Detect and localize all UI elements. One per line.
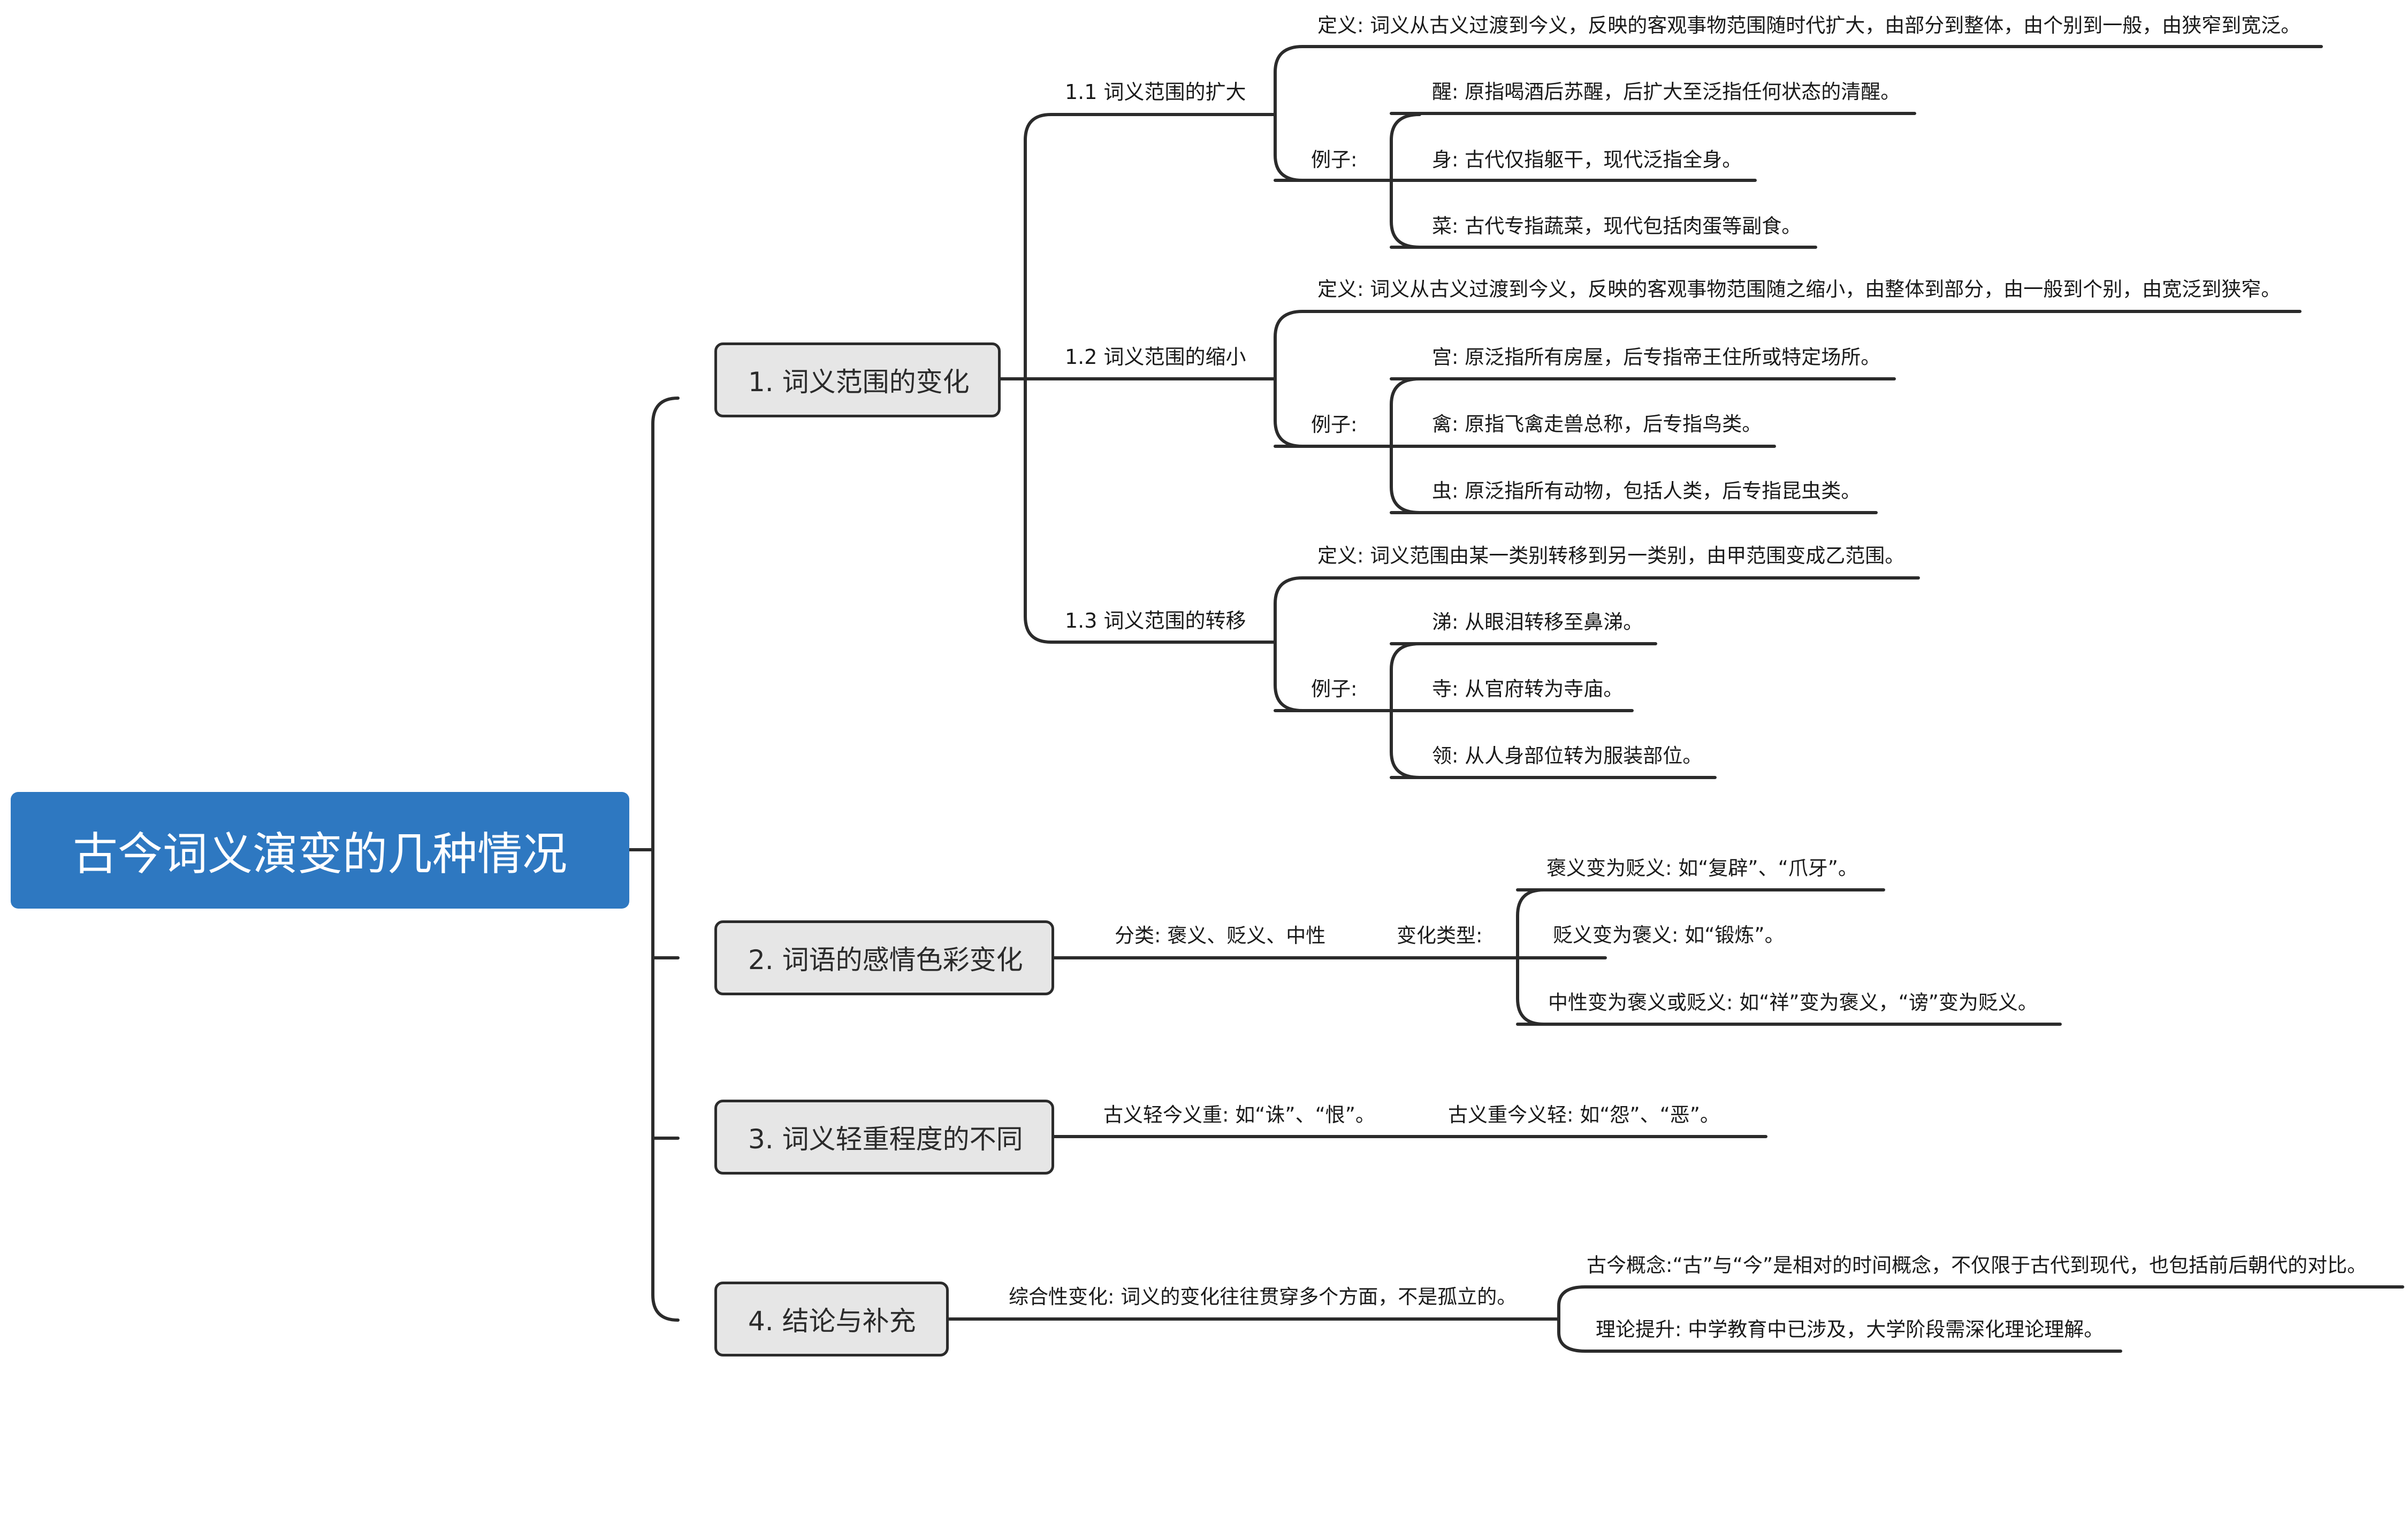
- connector-1-1: [1049, 45, 1304, 182]
- classification-label[interactable]: 分类: 褒义、贬义、中性: [1115, 924, 1326, 947]
- connector-1-2: [1274, 310, 2302, 514]
- example-item[interactable]: 涕: 从眼泪转移至鼻涕。: [1432, 611, 1643, 634]
- example-item[interactable]: 虫: 原泛指所有动物，包括人类，后专指昆虫类。: [1432, 479, 1861, 502]
- supplement-item[interactable]: 古今概念:“古”与“今”是相对的时间概念，不仅限于古代到现代，也包括前后朝代的对…: [1587, 1254, 2367, 1277]
- connector-branch-4: [947, 1285, 2404, 1353]
- underline-1-1: [1274, 45, 2323, 249]
- subtopic-range-narrowing[interactable]: 1.2 词义范围的缩小: [1065, 345, 1246, 369]
- supplement-item[interactable]: 理论提升: 中学教育中已涉及，大学阶段需深化理论理解。: [1596, 1318, 2104, 1341]
- topic-word-meaning-range[interactable]: 1. 词义范围的变化: [714, 342, 1001, 417]
- root-node[interactable]: 古今词义演变的几种情况: [11, 792, 629, 909]
- subtopic-range-expansion[interactable]: 1.1 词义范围的扩大: [1065, 80, 1246, 104]
- subtopic-range-transfer[interactable]: 1.3 词义范围的转移: [1065, 609, 1246, 632]
- definition-range-narrowing[interactable]: 定义: 词义从古义过渡到今义，反映的客观事物范围随之缩小，由整体到部分，由一般到…: [1317, 278, 2281, 301]
- example-item[interactable]: 领: 从人身部位转为服装部位。: [1432, 744, 1703, 767]
- examples-label[interactable]: 例子:: [1311, 413, 1358, 436]
- change-type-item[interactable]: 褒义变为贬义: 如“复辟”、“爪牙”。: [1546, 857, 1858, 880]
- example-item[interactable]: 身: 古代仅指躯干，现代泛指全身。: [1432, 148, 1742, 171]
- definition-range-transfer[interactable]: 定义: 词义范围由某一类别转移到另一类别，由甲范围变成乙范围。: [1317, 544, 1905, 567]
- definition-range-expansion[interactable]: 定义: 词义从古义过渡到今义，反映的客观事物范围随时代扩大，由部分到整体，由个别…: [1317, 14, 2301, 37]
- summary-item[interactable]: 综合性变化: 词义的变化往往贯穿多个方面，不是孤立的。: [1009, 1285, 1517, 1308]
- example-item[interactable]: 菜: 古代专指蔬菜，现代包括肉蛋等副食。: [1432, 215, 1802, 238]
- example-item[interactable]: 寺: 从官府转为寺庙。: [1432, 677, 1624, 700]
- change-type-item[interactable]: 中性变为褒义或贬义: 如“祥”变为褒义，“谤”变为贬义。: [1548, 991, 2038, 1014]
- example-item[interactable]: 醒: 原指喝酒后苏醒，后扩大至泛指任何状态的清醒。: [1432, 80, 1901, 103]
- topic-meaning-weight[interactable]: 3. 词义轻重程度的不同: [714, 1100, 1054, 1175]
- topic-conclusion[interactable]: 4. 结论与补充: [714, 1282, 949, 1356]
- topic-emotional-color[interactable]: 2. 词语的感情色彩变化: [714, 920, 1054, 995]
- weight-item[interactable]: 古义重今义轻: 如“怨”、“恶”。: [1448, 1103, 1720, 1126]
- example-item[interactable]: 宫: 原泛指所有房屋，后专指帝王住所或特定场所。: [1432, 346, 1881, 369]
- change-type-item[interactable]: 贬义变为褒义: 如“锻炼”。: [1553, 924, 1785, 947]
- change-types-label[interactable]: 变化类型:: [1397, 924, 1483, 947]
- weight-item[interactable]: 古义轻今义重: 如“诛”、“恨”。: [1103, 1103, 1375, 1126]
- connector-branch-2: [1053, 888, 2062, 1026]
- example-item[interactable]: 禽: 原指飞禽走兽总称，后专指鸟类。: [1432, 413, 1762, 436]
- connector-root: [628, 397, 680, 1322]
- connector-branch-1: [999, 113, 1277, 644]
- examples-label[interactable]: 例子:: [1311, 677, 1358, 700]
- examples-label[interactable]: 例子:: [1311, 148, 1358, 171]
- connector-1-3: [1049, 576, 1920, 779]
